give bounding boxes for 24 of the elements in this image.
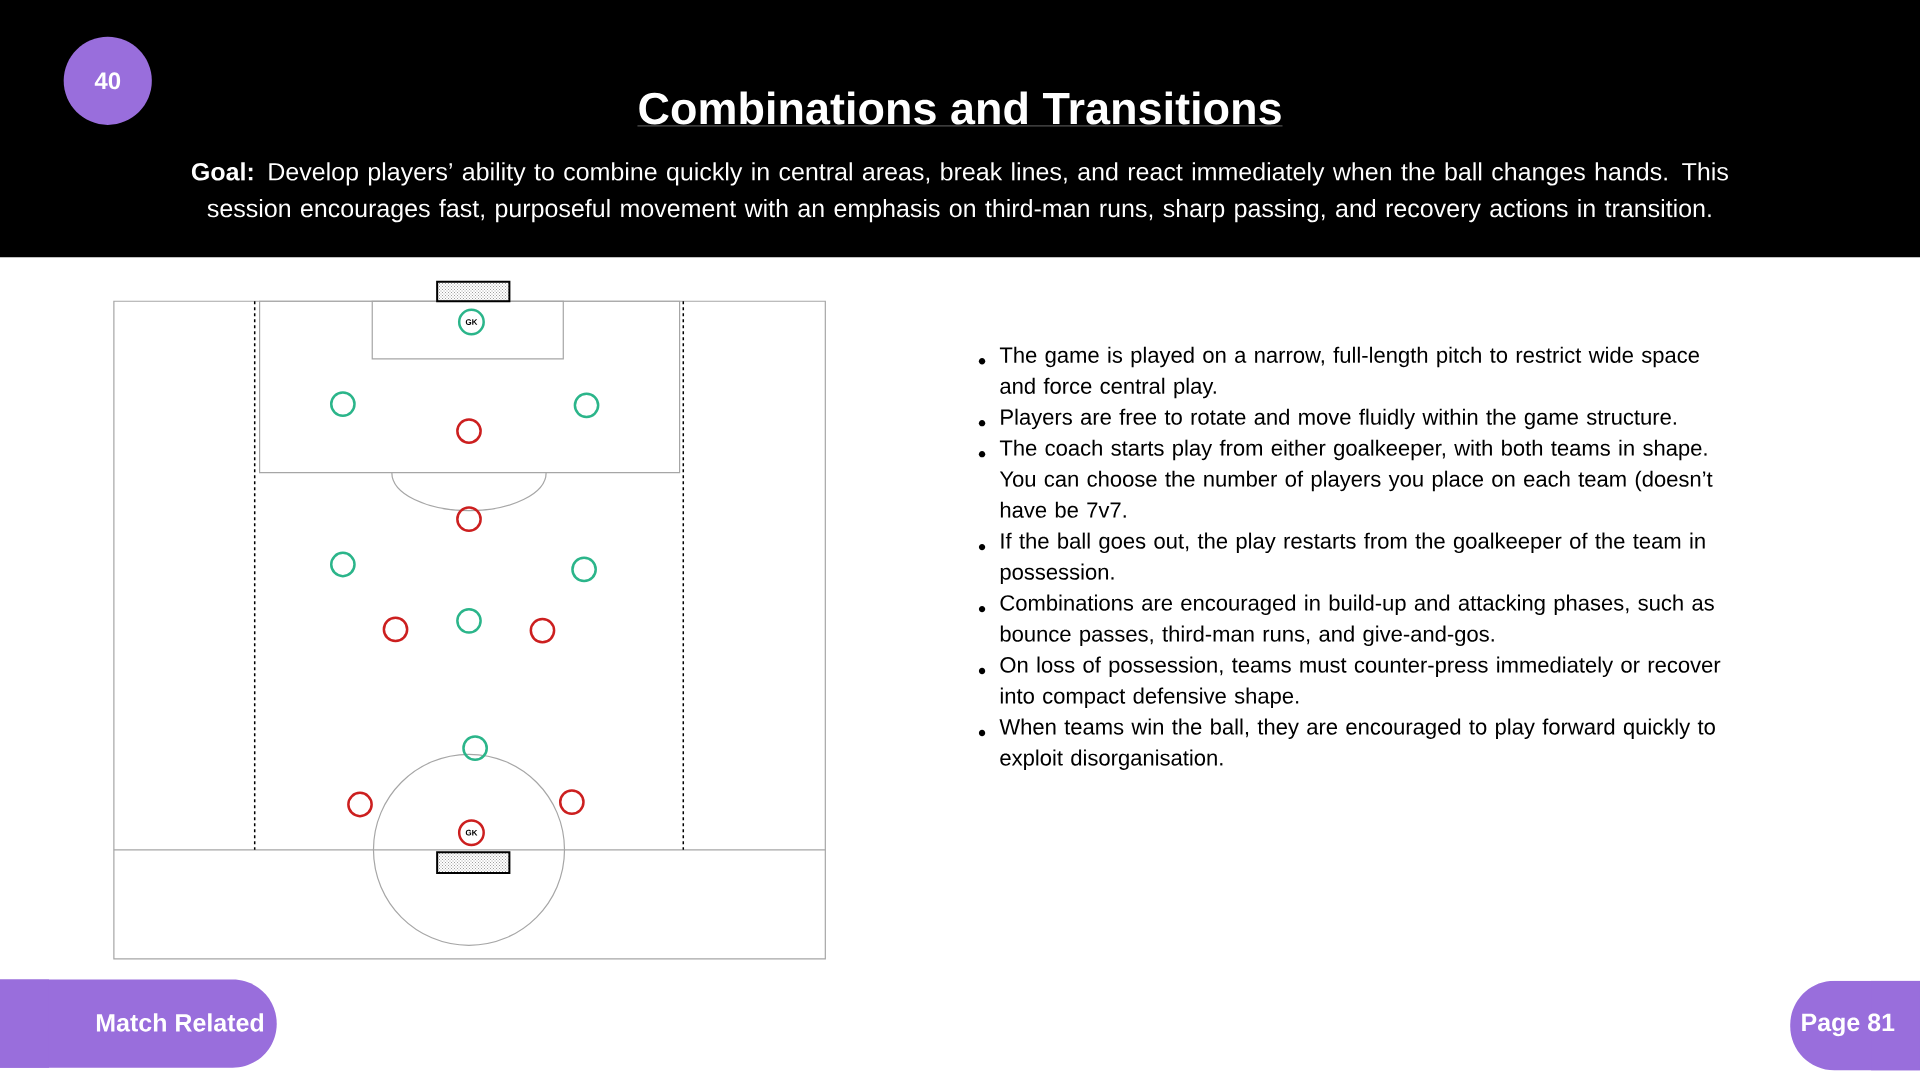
bullet-item: If the ball goes out, the play restarts from the goalkeeper of the team in possession.	[1000, 532, 1705, 585]
category-tab: Match Related	[0, 979, 277, 1068]
player-marker	[571, 556, 597, 583]
player-marker	[330, 391, 356, 417]
bullet-item: The game is played on a narrow, full-length pitch to restrict wide space and force central play.	[999, 346, 1699, 399]
player-marker	[347, 791, 373, 818]
bullet-item: The coach starts play from either goalkeeper, with both teams in shape. You can choose the number of players you place on each team (doesn’t have be 7v7.	[999, 439, 1713, 518]
bullet-item: On loss of possession, teams must counter-press immediately or recover into compact defensive shape.	[1000, 656, 1721, 709]
bullet-item: Players are free to rotate and move fluidly within the game structure.	[1001, 408, 1676, 430]
number-badge: 40	[63, 36, 152, 125]
player-marker	[330, 551, 356, 578]
player-marker	[573, 392, 600, 419]
player-marker	[456, 418, 482, 444]
goal-paragraph: Goal: Develop players’ ability to combine quickly in central areas, break lines, and react immediately when the ball changes hands. This session encourages fast, purposeful movement with an emphasis on third-man runs, sharp passing, and recovery actions in transition.	[191, 162, 1728, 223]
title: Combinations and Transitions	[637, 91, 1283, 127]
player-marker	[529, 617, 556, 644]
player-marker	[382, 616, 409, 643]
player-marker	[456, 506, 482, 533]
bullet-item: When teams win the ball, they are encouraged to play forward quickly to exploit disorganisation.	[999, 718, 1715, 770]
bullet-item: Combinations are encouraged in build-up and attacking phases, such as bounce passes, third-man runs, and give-and-gos.	[1000, 594, 1714, 647]
player-marker	[462, 735, 488, 762]
player-marker	[456, 607, 482, 634]
player-marker	[558, 789, 585, 815]
page-tab: Page 81	[1790, 980, 1920, 1071]
